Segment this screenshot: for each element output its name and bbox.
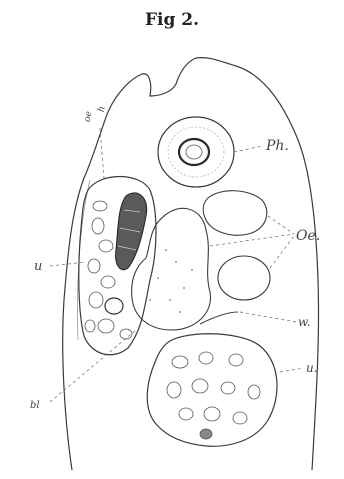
central-mass-stipple <box>149 249 193 313</box>
label-bl: bl <box>30 400 40 411</box>
label-h-top: h <box>97 105 108 112</box>
organ-lobe-upper-right <box>203 191 267 236</box>
organ-round-right <box>218 256 270 300</box>
label-oe-top: oe <box>83 111 95 123</box>
label-w: w. <box>298 315 311 329</box>
body-outline <box>63 58 319 470</box>
label-oe: Oe. <box>296 228 320 244</box>
label-u-left: u <box>34 259 42 274</box>
pharynx-organ <box>158 117 234 187</box>
uterus-lower-right <box>147 334 277 447</box>
label-ph: Ph. <box>265 138 289 154</box>
label-u-right: u. <box>306 361 318 375</box>
uterus-left <box>79 177 156 355</box>
